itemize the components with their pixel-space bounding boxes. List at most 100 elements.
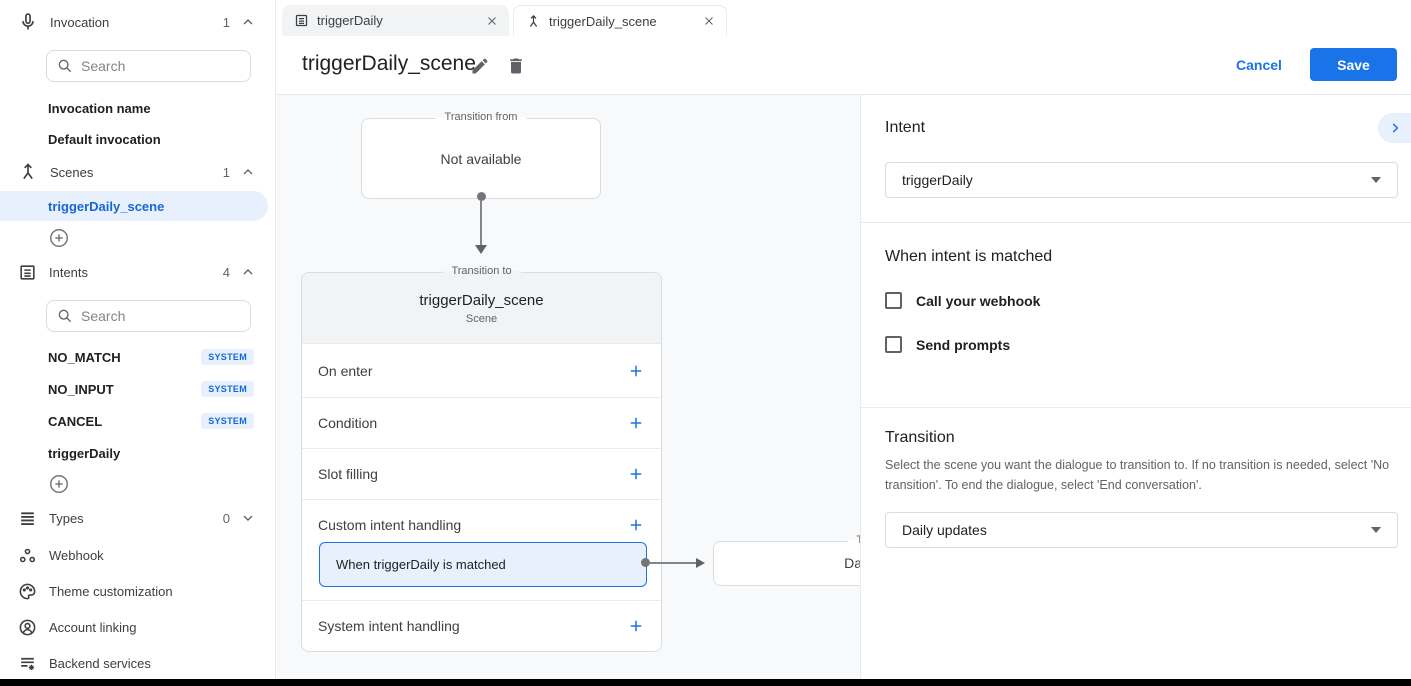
checkbox-unchecked[interactable]: [885, 336, 902, 353]
section-label: Invocation: [50, 14, 110, 30]
scene-node-subtitle: Scene: [465, 312, 498, 325]
row-label: Condition: [318, 415, 378, 431]
system-badge: SYSTEM: [201, 349, 254, 365]
item-label: NO_MATCH: [48, 349, 121, 365]
cancel-button[interactable]: Cancel: [1228, 48, 1290, 81]
tab-label: triggerDaily: [317, 13, 383, 28]
chevron-up-icon[interactable]: [240, 264, 256, 280]
add-condition-button[interactable]: [627, 414, 645, 432]
sidebar-item-triggerdaily-intent[interactable]: triggerDaily: [0, 441, 276, 465]
divider: [861, 407, 1411, 408]
item-label: Default invocation: [48, 131, 161, 147]
call-webhook-checkbox-row[interactable]: Call your webhook: [885, 292, 1040, 309]
scene-node: Transition to triggerDaily_scene Scene O…: [301, 265, 662, 652]
close-icon[interactable]: [485, 14, 499, 28]
sidebar-item-theme-customization[interactable]: Theme customization: [0, 579, 276, 603]
add-custom-intent-button[interactable]: [627, 516, 645, 534]
transition-description: Select the scene you want the dialogue t…: [885, 458, 1390, 492]
microphone-icon: [18, 12, 38, 32]
nav-label: Theme customization: [49, 583, 173, 599]
types-icon: [18, 509, 37, 528]
checkbox-label: Call your webhook: [916, 292, 1041, 309]
intent-editor-panel: Intent triggerDaily When intent is match…: [860, 95, 1411, 679]
add-scene-button[interactable]: [48, 227, 70, 249]
tab-triggerdaily-scene[interactable]: triggerDaily_scene: [513, 5, 727, 36]
scene-icon: [526, 14, 541, 29]
sidebar-item-backend-services[interactable]: Backend services: [0, 651, 276, 675]
intent-select[interactable]: triggerDaily: [885, 162, 1398, 198]
transition-from-legend: Transition from: [435, 111, 527, 123]
selected-scene-label: triggerDaily_scene: [48, 198, 165, 214]
scene-node-title: triggerDaily_scene: [419, 291, 544, 309]
section-count: 4: [222, 264, 230, 280]
transition-select[interactable]: Daily updates: [885, 512, 1398, 548]
chevron-up-icon[interactable]: [240, 14, 256, 30]
item-label: triggerDaily: [48, 445, 121, 461]
sidebar-item-triggerdaily-scene[interactable]: triggerDaily_scene: [0, 191, 268, 221]
item-label: CANCEL: [48, 413, 103, 429]
section-label: Scenes: [50, 164, 94, 180]
sidebar-item-no-input[interactable]: NO_INPUT SYSTEM: [0, 377, 276, 401]
checkbox-label: Send prompts: [916, 336, 1011, 353]
checkbox-unchecked[interactable]: [885, 292, 902, 309]
row-system-intent-handling: System intent handling: [302, 600, 661, 651]
close-icon[interactable]: [702, 14, 716, 28]
dropdown-caret-icon: [1371, 527, 1381, 533]
save-button[interactable]: Save: [1310, 48, 1397, 81]
sidebar-item-account-linking[interactable]: Account linking: [0, 615, 276, 639]
sidebar: Invocation 1 Invocation name Default inv…: [0, 0, 276, 679]
connector-line: [649, 562, 697, 564]
scene-icon: [18, 162, 38, 182]
scene-node-header: triggerDaily_scene Scene: [302, 273, 661, 343]
intent-icon: [294, 13, 309, 28]
sidebar-section-scenes[interactable]: Scenes 1: [0, 160, 276, 184]
row-label: System intent handling: [318, 618, 460, 634]
add-system-intent-button[interactable]: [627, 617, 645, 635]
intent-select-value: triggerDaily: [902, 172, 973, 188]
sidebar-item-cancel-intent[interactable]: CANCEL SYSTEM: [0, 409, 276, 433]
transition-from-node: Transition from Not available: [361, 111, 601, 199]
sidebar-item-invocation-name[interactable]: Invocation name: [0, 96, 276, 120]
item-label: NO_INPUT: [48, 381, 114, 397]
not-available-text: Not available: [440, 151, 522, 167]
sidebar-item-default-invocation[interactable]: Default invocation: [0, 127, 276, 151]
collapse-panel-button[interactable]: [1378, 113, 1411, 143]
row-on-enter: On enter: [302, 343, 661, 397]
row-slot-filling: Slot filling: [302, 448, 661, 499]
sidebar-section-types[interactable]: Types 0: [0, 506, 276, 530]
row-label: On enter: [318, 362, 373, 379]
arrowhead-right-icon: [696, 558, 705, 568]
matched-heading: When intent is matched: [885, 248, 1053, 265]
transition-to-legend: Transition to: [442, 265, 521, 277]
intents-search-input[interactable]: [81, 308, 221, 324]
title-bar: triggerDaily_scene Cancel Save: [276, 36, 1411, 95]
sidebar-section-intents[interactable]: Intents 4: [0, 260, 276, 284]
nav-label: Webhook: [49, 547, 104, 563]
add-on-enter-button[interactable]: [627, 362, 645, 380]
nav-label: Backend services: [49, 655, 151, 671]
section-label: Intents: [49, 264, 89, 280]
send-prompts-checkbox-row[interactable]: Send prompts: [885, 336, 1010, 353]
chevron-up-icon[interactable]: [240, 164, 256, 180]
nav-label: Account linking: [49, 619, 137, 635]
add-slot-filling-button[interactable]: [627, 465, 645, 483]
intent-heading: Intent: [885, 119, 926, 136]
sidebar-item-webhook[interactable]: Webhook: [0, 543, 276, 567]
edit-icon[interactable]: [470, 56, 490, 76]
tab-triggerdaily[interactable]: triggerDaily: [282, 5, 509, 36]
section-count: 1: [222, 164, 230, 180]
system-badge: SYSTEM: [201, 413, 254, 429]
arrowhead-down-icon: [475, 245, 487, 254]
add-intent-button[interactable]: [48, 473, 70, 495]
connector-dot: [641, 558, 650, 567]
connector-dot: [477, 192, 486, 201]
chevron-down-icon[interactable]: [240, 510, 256, 526]
window-bottom-edge: [0, 679, 1411, 686]
sidebar-item-no-match[interactable]: NO_MATCH SYSTEM: [0, 345, 276, 369]
invocation-search-input[interactable]: [81, 58, 221, 74]
sidebar-section-invocation[interactable]: Invocation 1: [0, 10, 276, 34]
intent-handler-chip[interactable]: When triggerDaily is matched: [319, 542, 647, 587]
backend-services-icon: [18, 654, 37, 673]
handler-label: When triggerDaily is matched: [336, 557, 506, 572]
delete-icon[interactable]: [506, 56, 526, 76]
